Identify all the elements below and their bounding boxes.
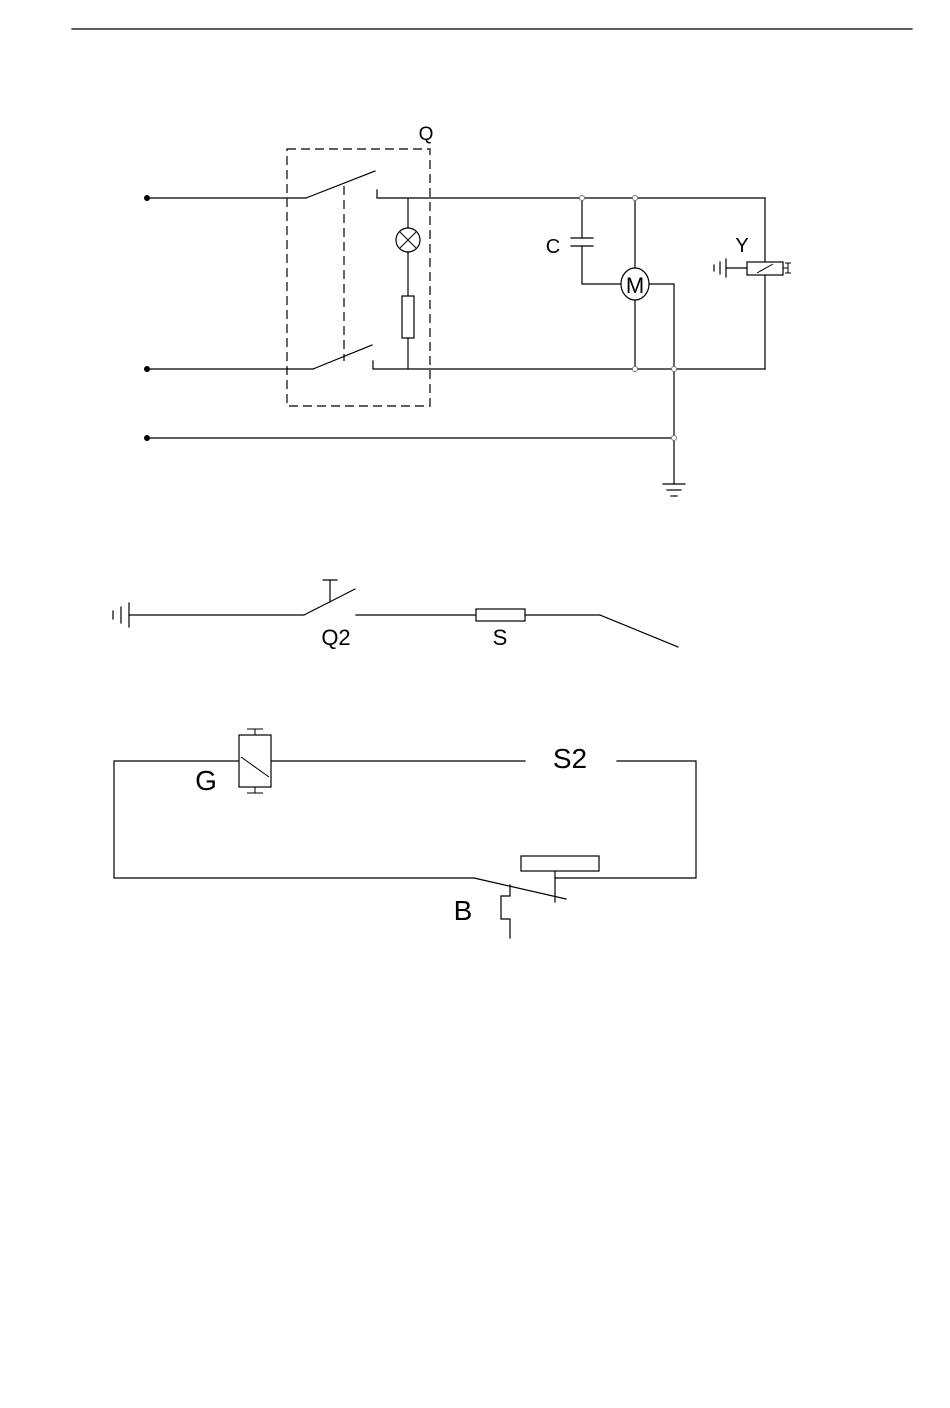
motor-earth-lead <box>649 284 674 484</box>
switch-b-label: B <box>454 895 473 926</box>
circuit-1: Q C M <box>144 124 791 496</box>
coil-label: Y <box>735 235 748 257</box>
junction <box>672 436 677 441</box>
junction <box>633 367 638 372</box>
switch-contact-top <box>306 171 375 198</box>
junction <box>672 367 677 372</box>
element-s-icon <box>476 609 525 621</box>
relay-g-icon <box>239 735 271 787</box>
switch-contact-bottom <box>313 345 372 369</box>
circuit-3: G S2 B <box>114 729 696 938</box>
s2-label: S2 <box>553 743 587 774</box>
switch-q2-label: Q2 <box>321 625 350 650</box>
line-top-out <box>377 190 765 198</box>
capacitor-label: C <box>546 236 560 258</box>
junction <box>580 196 585 201</box>
motor-label: M <box>626 273 644 298</box>
switch-b-lead <box>501 885 510 938</box>
switch-q-label: Q <box>419 124 434 145</box>
open-contact <box>600 615 678 647</box>
line-bottom-out <box>373 361 765 369</box>
actuator-icon <box>521 856 599 871</box>
resistor-icon <box>402 296 414 338</box>
relay-g-label: G <box>195 765 217 796</box>
switch-b-contact <box>474 878 566 899</box>
junction <box>633 196 638 201</box>
element-s-label: S <box>493 625 508 650</box>
circuit-2: Q2 S <box>113 580 678 650</box>
